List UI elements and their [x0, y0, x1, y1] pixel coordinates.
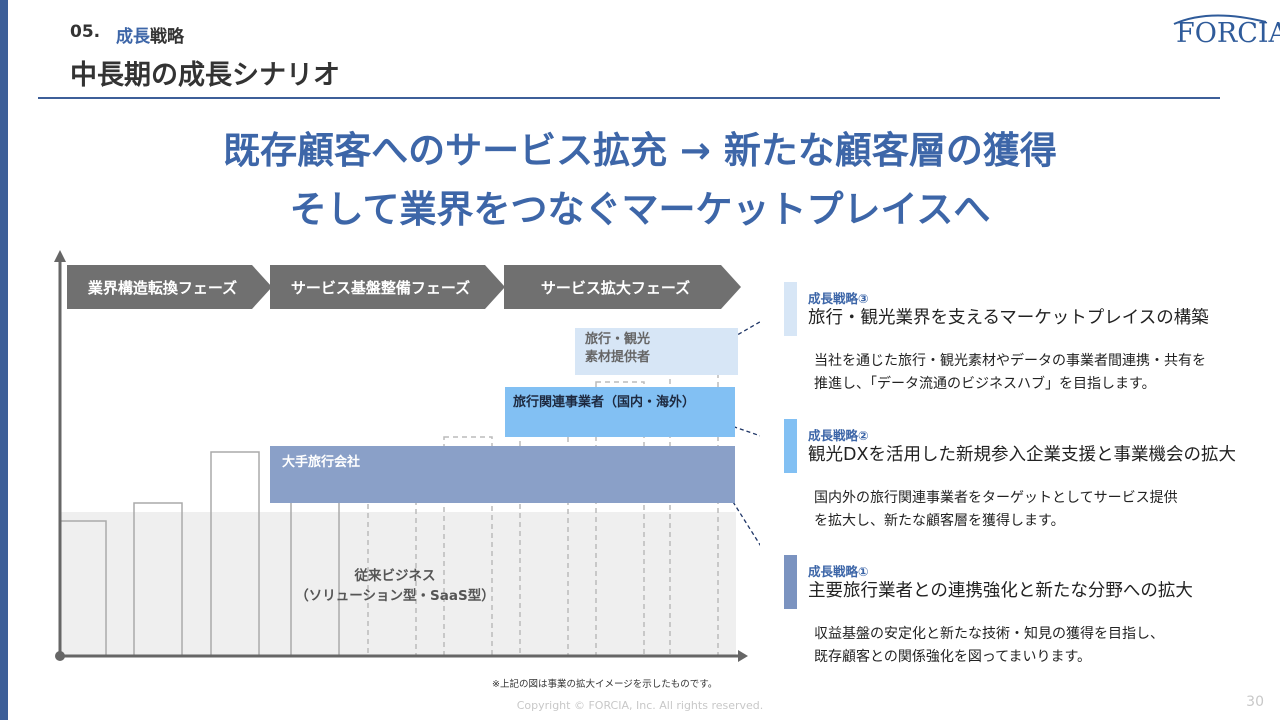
strategy-2-bar [784, 419, 797, 473]
phase-1: 業界構造転換フェーズ [67, 265, 272, 309]
left-accent-bar [0, 0, 8, 720]
layer-mid-label: 旅行関連事業者（国内・海外） [513, 395, 696, 410]
strategy-2-description: 国内外の旅行関連事業者をターゲットとしてサービス提供 を拡大し、新たな顧客層を獲… [814, 487, 1178, 533]
y-axis-arrow-icon [54, 250, 66, 262]
legacy-business-label: 従来ビジネス （ソリューション型・SaaS型） [290, 566, 500, 606]
strategy-2-desc-1: 国内外の旅行関連事業者をターゲットとしてサービス提供 [814, 490, 1178, 506]
strategy-3-bar [784, 282, 797, 336]
bar-solid-3 [210, 451, 260, 657]
strategy-1-desc-1: 収益基盤の安定化と新たな技術・知見の獲得を目指し、 [814, 626, 1164, 642]
strategy-2-heading: 観光DXを活用した新規参入企業支援と事業機会の拡大 [808, 445, 1236, 465]
strategy-1-desc-2: 既存顧客との関係強化を図ってまいります。 [814, 649, 1092, 665]
phase-2: サービス基盤整備フェーズ [270, 265, 505, 309]
strategy-2-desc-2: を拡大し、新たな顧客層を獲得します。 [814, 513, 1065, 529]
bar-solid-1 [59, 520, 107, 657]
strategy-3-heading: 旅行・観光業界を支えるマーケットプレイスの構築 [808, 308, 1209, 328]
logo-text: FORCIA [1176, 18, 1280, 49]
layer-top-label-2: 素材提供者 [585, 350, 651, 365]
section-title-accent: 成長 [116, 27, 150, 47]
strategy-2-tag: 成長戦略② [808, 428, 869, 443]
forcia-logo: FORCIA [1170, 12, 1280, 54]
phase-1-label: 業界構造転換フェーズ [87, 278, 238, 297]
strategy-1-description: 収益基盤の安定化と新たな技術・知見の獲得を目指し、 既存顧客との関係強化を図って… [814, 623, 1164, 669]
connector-strategy-3 [719, 321, 760, 346]
phase-3-label: サービス拡大フェーズ [540, 278, 691, 297]
page-title: 中長期の成長シナリオ [70, 60, 340, 91]
strategy-3-desc-1: 当社を通じた旅行・観光素材やデータの事業者間連携・共有を [814, 353, 1206, 369]
footnote: ※上記の図は事業の拡大イメージを示したものです。 [492, 679, 718, 690]
logo-swoosh-icon [1173, 14, 1267, 25]
strategy-1-bar [784, 555, 797, 609]
strategy-3-description: 当社を通じた旅行・観光素材やデータの事業者間連携・共有を 推進し、「データ流通の… [814, 350, 1206, 396]
strategy-3-tag: 成長戦略③ [808, 291, 869, 306]
strategy-1-heading: 主要旅行業者との連携強化と新たな分野への拡大 [808, 581, 1193, 601]
layer-top-label-1: 旅行・観光 [585, 332, 651, 347]
legacy-business-area [60, 512, 736, 656]
growth-diagram [54, 250, 760, 662]
section-number: 05. [70, 22, 101, 42]
layer-material-providers: 旅行・観光 素材提供者 [575, 328, 738, 375]
phase-3: サービス拡大フェーズ [504, 265, 741, 309]
layer-travel-businesses: 旅行関連事業者（国内・海外） [505, 387, 735, 437]
bar-dashed-3 [519, 403, 569, 657]
strategy-3-desc-2: 推進し、「データ流通のビジネスハブ」を目指します。 [814, 376, 1156, 392]
legacy-label-2: （ソリューション型・SaaS型） [295, 588, 495, 604]
axis-origin [55, 651, 65, 661]
copyright: Copyright © FORCIA, Inc. All rights rese… [516, 699, 764, 712]
phase-2-label: サービス基盤整備フェーズ [290, 278, 471, 297]
page-number: 30 [1246, 694, 1264, 710]
layer-big-label: 大手旅行会社 [282, 455, 361, 470]
bar-solid-2 [133, 502, 183, 657]
title-divider [38, 97, 1220, 99]
x-axis-arrow-icon [738, 650, 748, 662]
section-title: 成長戦略 [116, 22, 184, 47]
headline-line-2: そして業界をつなぐマーケットプレイスへ [289, 188, 991, 231]
section-title-rest: 戦略 [150, 27, 184, 47]
legacy-label-1: 従来ビジネス [354, 568, 436, 584]
headline-line-1: 既存顧客へのサービス拡充 → 新たな顧客層の獲得 [223, 129, 1057, 172]
strategy-1-tag: 成長戦略① [808, 564, 869, 579]
layer-major-travel-agencies: 大手旅行会社 [270, 446, 735, 503]
